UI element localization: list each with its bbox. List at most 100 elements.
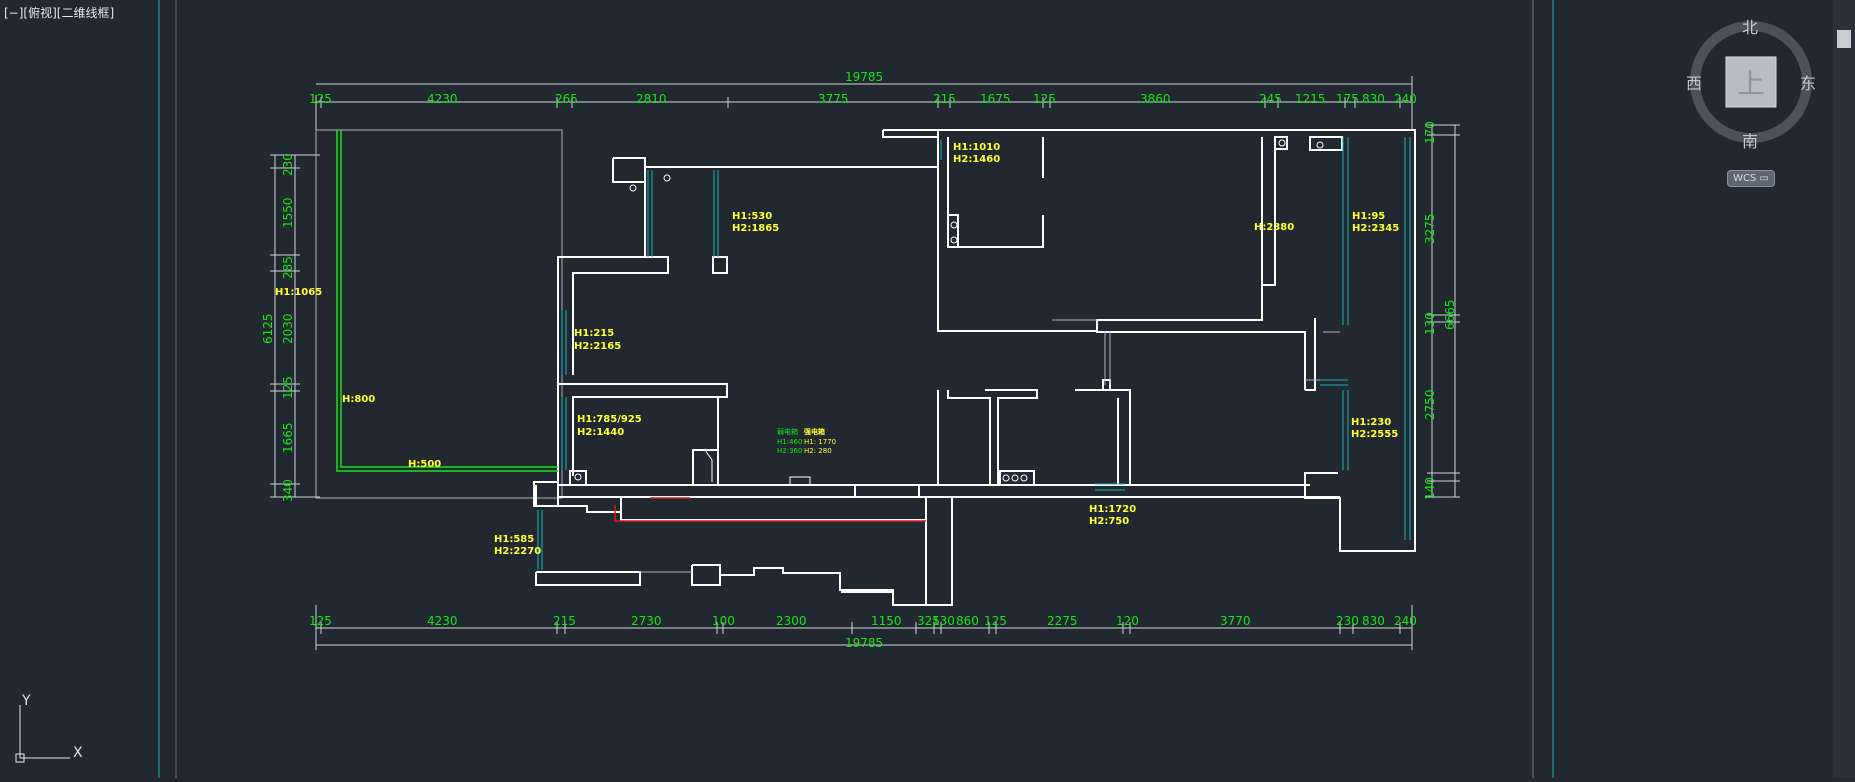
ucs-x-label: X	[73, 745, 83, 761]
compass-north[interactable]: 北	[1742, 18, 1758, 37]
annotation: H1:215	[574, 328, 614, 339]
dim-bottom: 860	[956, 614, 979, 628]
annotation: 弱电箱	[777, 427, 798, 436]
compass-west[interactable]: 西	[1686, 74, 1702, 93]
fixtures	[574, 139, 1324, 486]
annotation: H1:1010	[953, 142, 1000, 153]
dim-bottom: 125	[309, 614, 332, 628]
annotation: H:800	[342, 394, 375, 405]
annotation: H2:2555	[1351, 429, 1398, 440]
scrollbar-thumb[interactable]	[1837, 30, 1851, 48]
dim-top: 265	[555, 92, 578, 106]
viewcube-face-label: 上	[1737, 67, 1765, 100]
dim-top: 1215	[1295, 92, 1326, 106]
dim-top: 240	[1394, 92, 1417, 106]
electrical-annotations: 弱电箱 强电箱 H1:460 H1: 1770 H2:360 H2: 280	[777, 427, 836, 455]
dim-bottom: 125	[984, 614, 1007, 628]
bottom-dimensions: 125 4230 215 2730 100 2300 1150 325 130 …	[309, 614, 1417, 650]
dim-top: 3860	[1140, 92, 1171, 106]
dim-bottom: 240	[1394, 614, 1417, 628]
annotation: H2:750	[1089, 516, 1129, 527]
viewport-frame	[158, 0, 1554, 778]
dim-left: 1550	[281, 197, 295, 228]
dim-bottom: 2730	[631, 614, 662, 628]
viewcube-compass-ring[interactable]	[1690, 21, 1812, 143]
dim-left: 230	[281, 153, 295, 176]
dim-bottom: 3770	[1220, 614, 1251, 628]
dim-top: 175	[1336, 92, 1359, 106]
dim-bottom: 100	[712, 614, 735, 628]
dim-right: 3275	[1423, 213, 1437, 244]
viewcube[interactable]: 上 北 南 西 东	[1686, 18, 1816, 151]
dim-left: 2030	[281, 313, 295, 344]
dim-left: 125	[281, 376, 295, 399]
viewcube-top-face[interactable]	[1725, 56, 1777, 108]
dim-bottom: 2275	[1047, 614, 1078, 628]
dim-right: 130	[1423, 312, 1437, 335]
annotation: H2:2345	[1352, 223, 1399, 234]
dim-bottom: 830	[1362, 614, 1385, 628]
vertical-scrollbar[interactable]	[1833, 0, 1855, 778]
annotation: H1:230	[1351, 417, 1391, 428]
dim-top: 215	[933, 92, 956, 106]
compass-east[interactable]: 东	[1800, 74, 1816, 93]
ucs-icon	[15, 705, 70, 763]
annotation: H1:530	[732, 211, 772, 222]
dim-top: 830	[1362, 92, 1385, 106]
dim-bottom: 4230	[427, 614, 458, 628]
annotation: H2: 280	[804, 447, 832, 455]
dim-bottom: 120	[1116, 614, 1139, 628]
dim-top: 125	[1033, 92, 1056, 106]
window-openings	[537, 137, 1411, 570]
dim-left-total: 6125	[261, 313, 275, 344]
dim-bottom: 230	[1336, 614, 1359, 628]
wcs-menu-button[interactable]: WCS ▭	[1727, 170, 1775, 187]
annotation: H1:1720	[1089, 504, 1136, 515]
dim-bottom: 2300	[776, 614, 807, 628]
dim-right: 140	[1423, 477, 1437, 500]
dim-top: 2810	[636, 92, 667, 106]
annotation: H2:1865	[732, 223, 779, 234]
annotation: H2:1440	[577, 427, 624, 438]
annotation: H1: 1770	[804, 438, 836, 446]
right-dimensions: 170 3275 130 2750 140 6665	[1423, 121, 1457, 500]
dimension-ticks	[270, 97, 1460, 634]
dim-left: 285	[281, 256, 295, 279]
dim-bottom: 130	[932, 614, 955, 628]
dim-bottom-total: 19785	[845, 636, 883, 650]
dim-bottom: 215	[553, 614, 576, 628]
dim-top: 4230	[427, 92, 458, 106]
annotation: H2:2270	[494, 546, 541, 557]
dim-bottom: 1150	[871, 614, 902, 628]
dim-top: 245	[1259, 92, 1282, 106]
annotation: H1:785/925	[577, 414, 642, 425]
left-dimensions: 230 1550 285 2030 125 1665 340 6125	[261, 153, 295, 502]
ucs-y-label: Y	[21, 693, 31, 709]
dim-top-total: 19785	[845, 70, 883, 84]
top-dimensions: 19785 125 4230 265 2810 3775 215 1675 12…	[309, 70, 1417, 106]
annotation: H1:460	[777, 438, 802, 446]
annotation: H2:360	[777, 447, 802, 455]
dim-left: 1665	[281, 422, 295, 453]
dim-top: 125	[309, 92, 332, 106]
annotation: H2:2165	[574, 341, 621, 352]
dimension-lines	[270, 76, 1460, 650]
annotation: H:500	[408, 459, 441, 470]
dim-bottom: 325	[917, 614, 940, 628]
red-pipe-line	[614, 497, 926, 522]
height-annotations: H1:1010 H2:1460 H1:530 H2:1865 H:2380 H1…	[275, 142, 1399, 557]
annotation: H1:1065	[275, 287, 322, 298]
annotation: H1:585	[494, 534, 534, 545]
dim-right: 170	[1423, 121, 1437, 144]
dim-right: 2750	[1423, 389, 1437, 420]
dim-right-total: 6665	[1443, 299, 1457, 330]
viewport-controls-label[interactable]: [−][俯视][二维线框]	[4, 6, 115, 20]
annotation: 强电箱	[804, 427, 825, 436]
dim-left: 340	[281, 479, 295, 502]
dim-top: 1675	[980, 92, 1011, 106]
annotation: H:2380	[1254, 222, 1294, 233]
floor-plan-walls[interactable]	[315, 129, 1416, 606]
compass-south[interactable]: 南	[1742, 132, 1758, 151]
